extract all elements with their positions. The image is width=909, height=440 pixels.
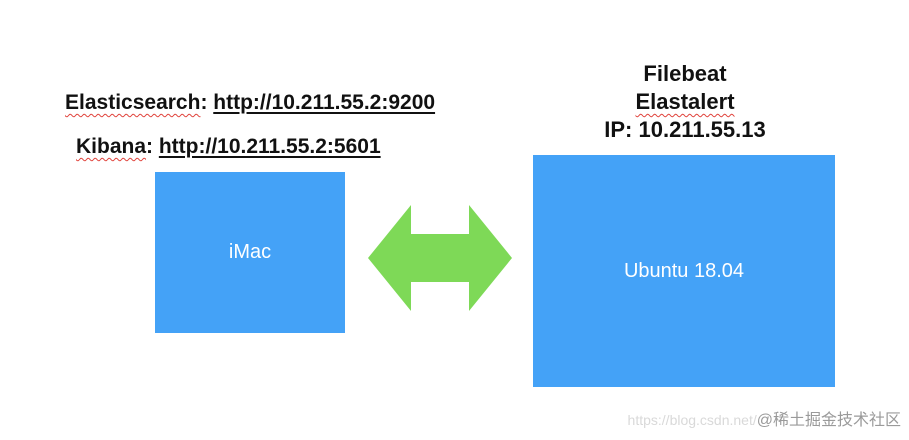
imac-box: iMac bbox=[155, 172, 345, 333]
elasticsearch-label: Elasticsearch: http://10.211.55.2:9200 bbox=[65, 92, 435, 113]
watermark-text: @稀土掘金技术社区 bbox=[756, 412, 901, 429]
imac-label: iMac bbox=[228, 241, 272, 263]
watermark: https://blog.csdn.net/@稀土掘金技术社区 bbox=[628, 406, 901, 430]
double-headed-arrow-icon bbox=[368, 205, 512, 311]
filebeat-label: Filebeat bbox=[643, 61, 727, 86]
ubuntu-label: Ubuntu 18.04 bbox=[623, 259, 745, 282]
ubuntu-ip-label: IP: 10.211.55.13 bbox=[604, 117, 766, 142]
elasticsearch-url: http://10.211.55.2:9200 bbox=[213, 91, 436, 114]
ubuntu-services: Filebeat Elastalert IP: 10.211.55.13 bbox=[560, 60, 810, 144]
watermark-faint-url: https://blog.csdn.net/ bbox=[627, 412, 757, 428]
elasticsearch-separator: : bbox=[200, 91, 214, 114]
elastalert-label: Elastalert bbox=[635, 89, 735, 114]
arrow-shape bbox=[368, 205, 512, 311]
kibana-url: http://10.211.55.2:5601 bbox=[158, 135, 381, 158]
kibana-separator: : bbox=[146, 135, 159, 158]
ubuntu-box: Ubuntu 18.04 bbox=[533, 155, 835, 387]
kibana-key: Kibana bbox=[76, 135, 147, 158]
kibana-label: Kibana: http://10.211.55.2:5601 bbox=[76, 136, 381, 157]
elasticsearch-key: Elasticsearch bbox=[65, 91, 201, 114]
